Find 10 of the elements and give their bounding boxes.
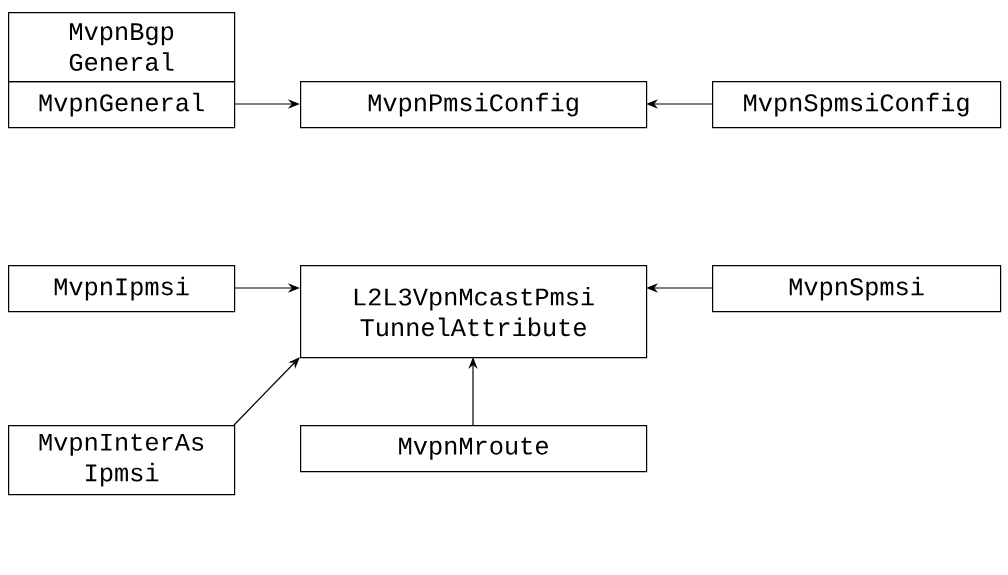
- class-box: MvpnIpmsi: [8, 265, 236, 313]
- class-box: MvpnGeneral: [8, 81, 236, 129]
- class-box: MvpnInterAs Ipmsi: [8, 425, 236, 496]
- class-box: MvpnBgp General: [8, 12, 236, 83]
- class-box: L2L3VpnMcastPmsi TunnelAttribute: [300, 265, 648, 359]
- class-box: MvpnMroute: [300, 425, 648, 473]
- arrow: [233, 357, 300, 426]
- class-box: MvpnSpmsi: [712, 265, 1002, 313]
- class-box: MvpnPmsiConfig: [300, 81, 648, 129]
- class-box: MvpnSpmsiConfig: [712, 81, 1002, 129]
